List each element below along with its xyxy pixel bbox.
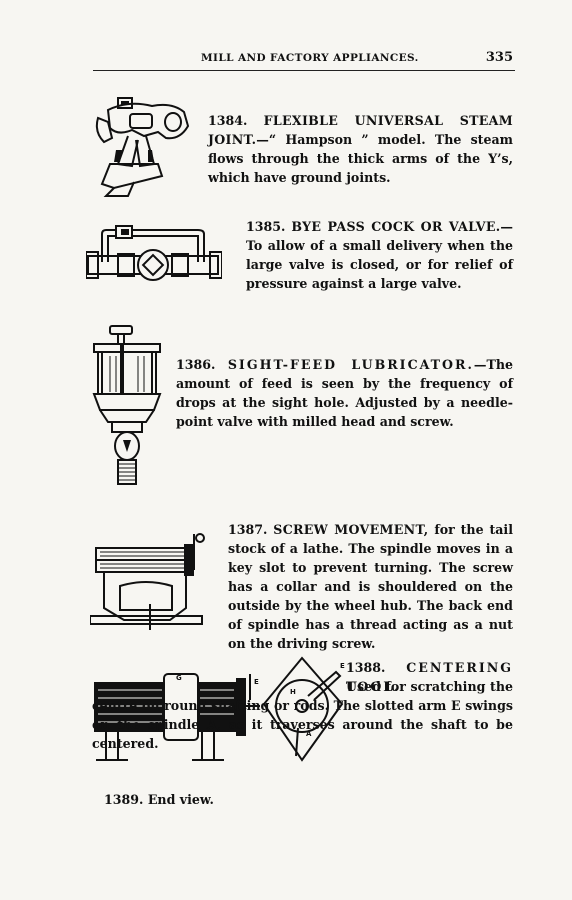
entry-number: 1387.	[228, 522, 268, 537]
figure-letter-h: H	[290, 688, 296, 696]
figure-sight-feed-lubricator	[90, 322, 164, 488]
entry-1386: 1386. SIGHT-FEED LUBRICATOR.—The amount …	[176, 355, 513, 431]
figure-steam-joint	[88, 92, 200, 200]
entry-text: —To allow of a small delivery when the l…	[246, 219, 513, 291]
entry-1388-text: Used for scratching the centre on round …	[92, 677, 513, 753]
figure-letter-a: A	[306, 730, 312, 738]
figure-bye-pass-cock	[86, 222, 222, 284]
figure-letter-e: E	[340, 662, 345, 670]
entry-title: SCREW MOVEMENT,	[273, 522, 429, 537]
entry-text: —The amount of feed is seen by the frequ…	[176, 357, 514, 429]
entry-number: 1385.	[246, 219, 286, 234]
entry-title: BYE PASS COCK OR VALVE.	[291, 219, 501, 234]
page-number: 335	[485, 50, 513, 65]
figure-letter-b: B	[108, 738, 113, 746]
entry-text: Used for scratching the centre on round …	[92, 679, 513, 751]
entry-number: 1384.	[208, 113, 248, 128]
running-title: MILL AND FACTORY APPLIANCES.	[201, 52, 419, 64]
figure-letter-g: G	[176, 674, 182, 682]
figure-centering-tool: G E B B	[88, 664, 268, 776]
entry-number: 1386.	[176, 357, 216, 372]
entry-1389: 1389. End view.	[104, 790, 304, 809]
entry-1388: 1388. CENTERING TOOL.	[346, 658, 513, 696]
entry-title: FLEXIBLE UNIVERSAL STEAM JOINT.	[208, 113, 513, 147]
figure-letter-b: B	[204, 738, 209, 746]
entry-1384: 1384. FLEXIBLE UNIVERSAL STEAM JOINT.—“ …	[208, 111, 513, 187]
entry-1385: 1385. BYE PASS COCK OR VALVE.—To allow o…	[246, 217, 513, 293]
entry-title: End view.	[147, 792, 214, 807]
entry-title: CENTERING TOOL.	[346, 660, 513, 694]
entry-text: —“ Hampson ” model. The steam flows thro…	[208, 132, 513, 185]
page-header: MILL AND FACTORY APPLIANCES. 335	[93, 48, 515, 71]
entry-number: 1388.	[346, 660, 386, 675]
entry-text: for the tail stock of a lathe. The spind…	[228, 522, 513, 651]
entry-number: 1389.	[104, 792, 144, 807]
entry-title: SIGHT-FEED LUBRICATOR.	[227, 357, 474, 372]
entry-1387: 1387. SCREW MOVEMENT, for the tail stock…	[228, 520, 513, 653]
figure-centering-tool-end-view: H A E	[262, 656, 352, 768]
figure-letter-e: E	[254, 678, 259, 686]
figure-screw-movement	[90, 530, 214, 632]
